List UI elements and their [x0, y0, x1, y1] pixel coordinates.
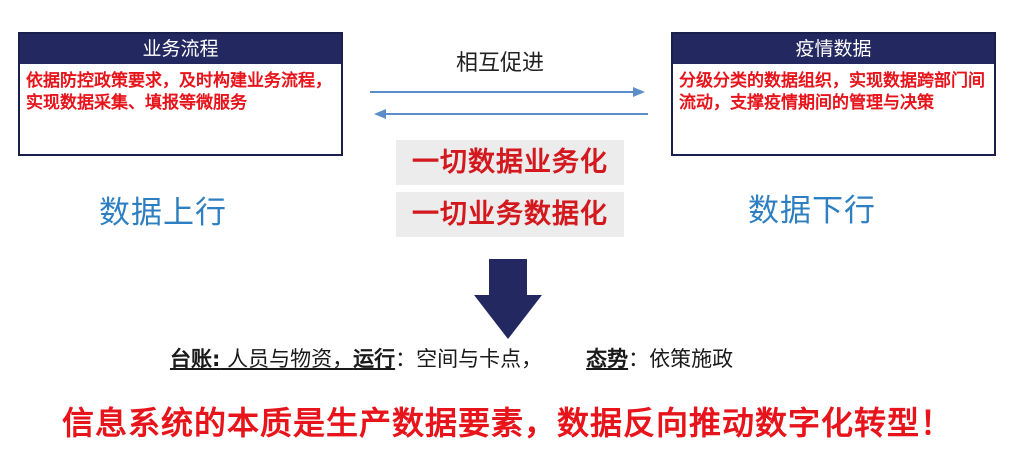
- business-process-description: 依据防控政策要求，及时构建业务流程，实现数据采集、填报等微服务: [26, 71, 332, 113]
- bidirectional-arrows-icon: [370, 87, 648, 119]
- business-process-title: 业务流程: [20, 34, 341, 64]
- data-downstream-label: 数据下行: [748, 193, 876, 229]
- slogan-business-to-data: 一切业务数据化: [396, 192, 624, 237]
- down-arrow-icon: [474, 259, 542, 339]
- data-upstream-label: 数据上行: [99, 195, 227, 231]
- epidemic-data-box: 疫情数据 分级分类的数据组织，实现数据跨部门间流动，支撑疫情期间的管理与决策: [671, 32, 996, 156]
- ledger-value: 人员与物资，: [220, 347, 354, 371]
- operation-value: ：空间与卡点，: [395, 347, 543, 371]
- situation-key: 态势: [586, 347, 629, 371]
- conclusion-statement: 信息系统的本质是生产数据要素，数据反向推动数字化转型！: [62, 404, 954, 442]
- operation-key: 运行: [353, 347, 396, 371]
- epidemic-data-title: 疫情数据: [673, 34, 994, 64]
- epidemic-data-description: 分级分类的数据组织，实现数据跨部门间流动，支撑疫情期间的管理与决策: [679, 71, 985, 113]
- situation-value: ：依策施政: [628, 347, 734, 371]
- business-process-box: 业务流程 依据防控政策要求，及时构建业务流程，实现数据采集、填报等微服务: [18, 32, 343, 156]
- ledger-key: 台账:: [170, 347, 221, 371]
- mutual-promotion-label: 相互促进: [456, 51, 545, 76]
- info-line: 台账: 人员与物资，运行：空间与卡点， 态势：依策施政: [170, 343, 733, 373]
- slogan-data-to-business: 一切数据业务化: [396, 140, 624, 185]
